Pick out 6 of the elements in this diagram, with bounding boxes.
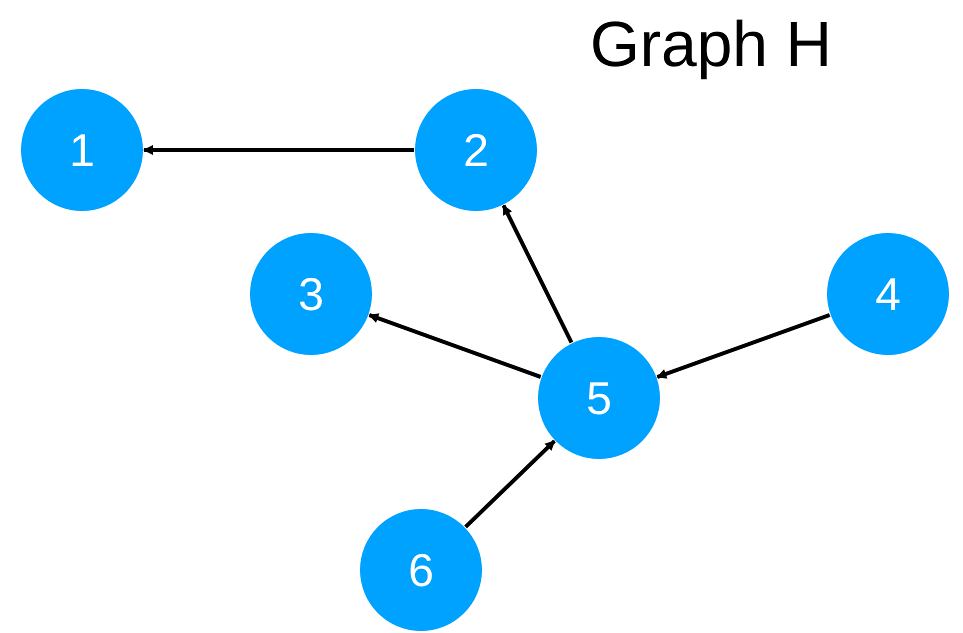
arrow (368, 313, 542, 379)
arrow (143, 145, 414, 155)
arrow (656, 313, 830, 379)
diagram-title: Graph H (590, 7, 832, 82)
arrow (464, 440, 556, 528)
arrow (502, 204, 574, 344)
